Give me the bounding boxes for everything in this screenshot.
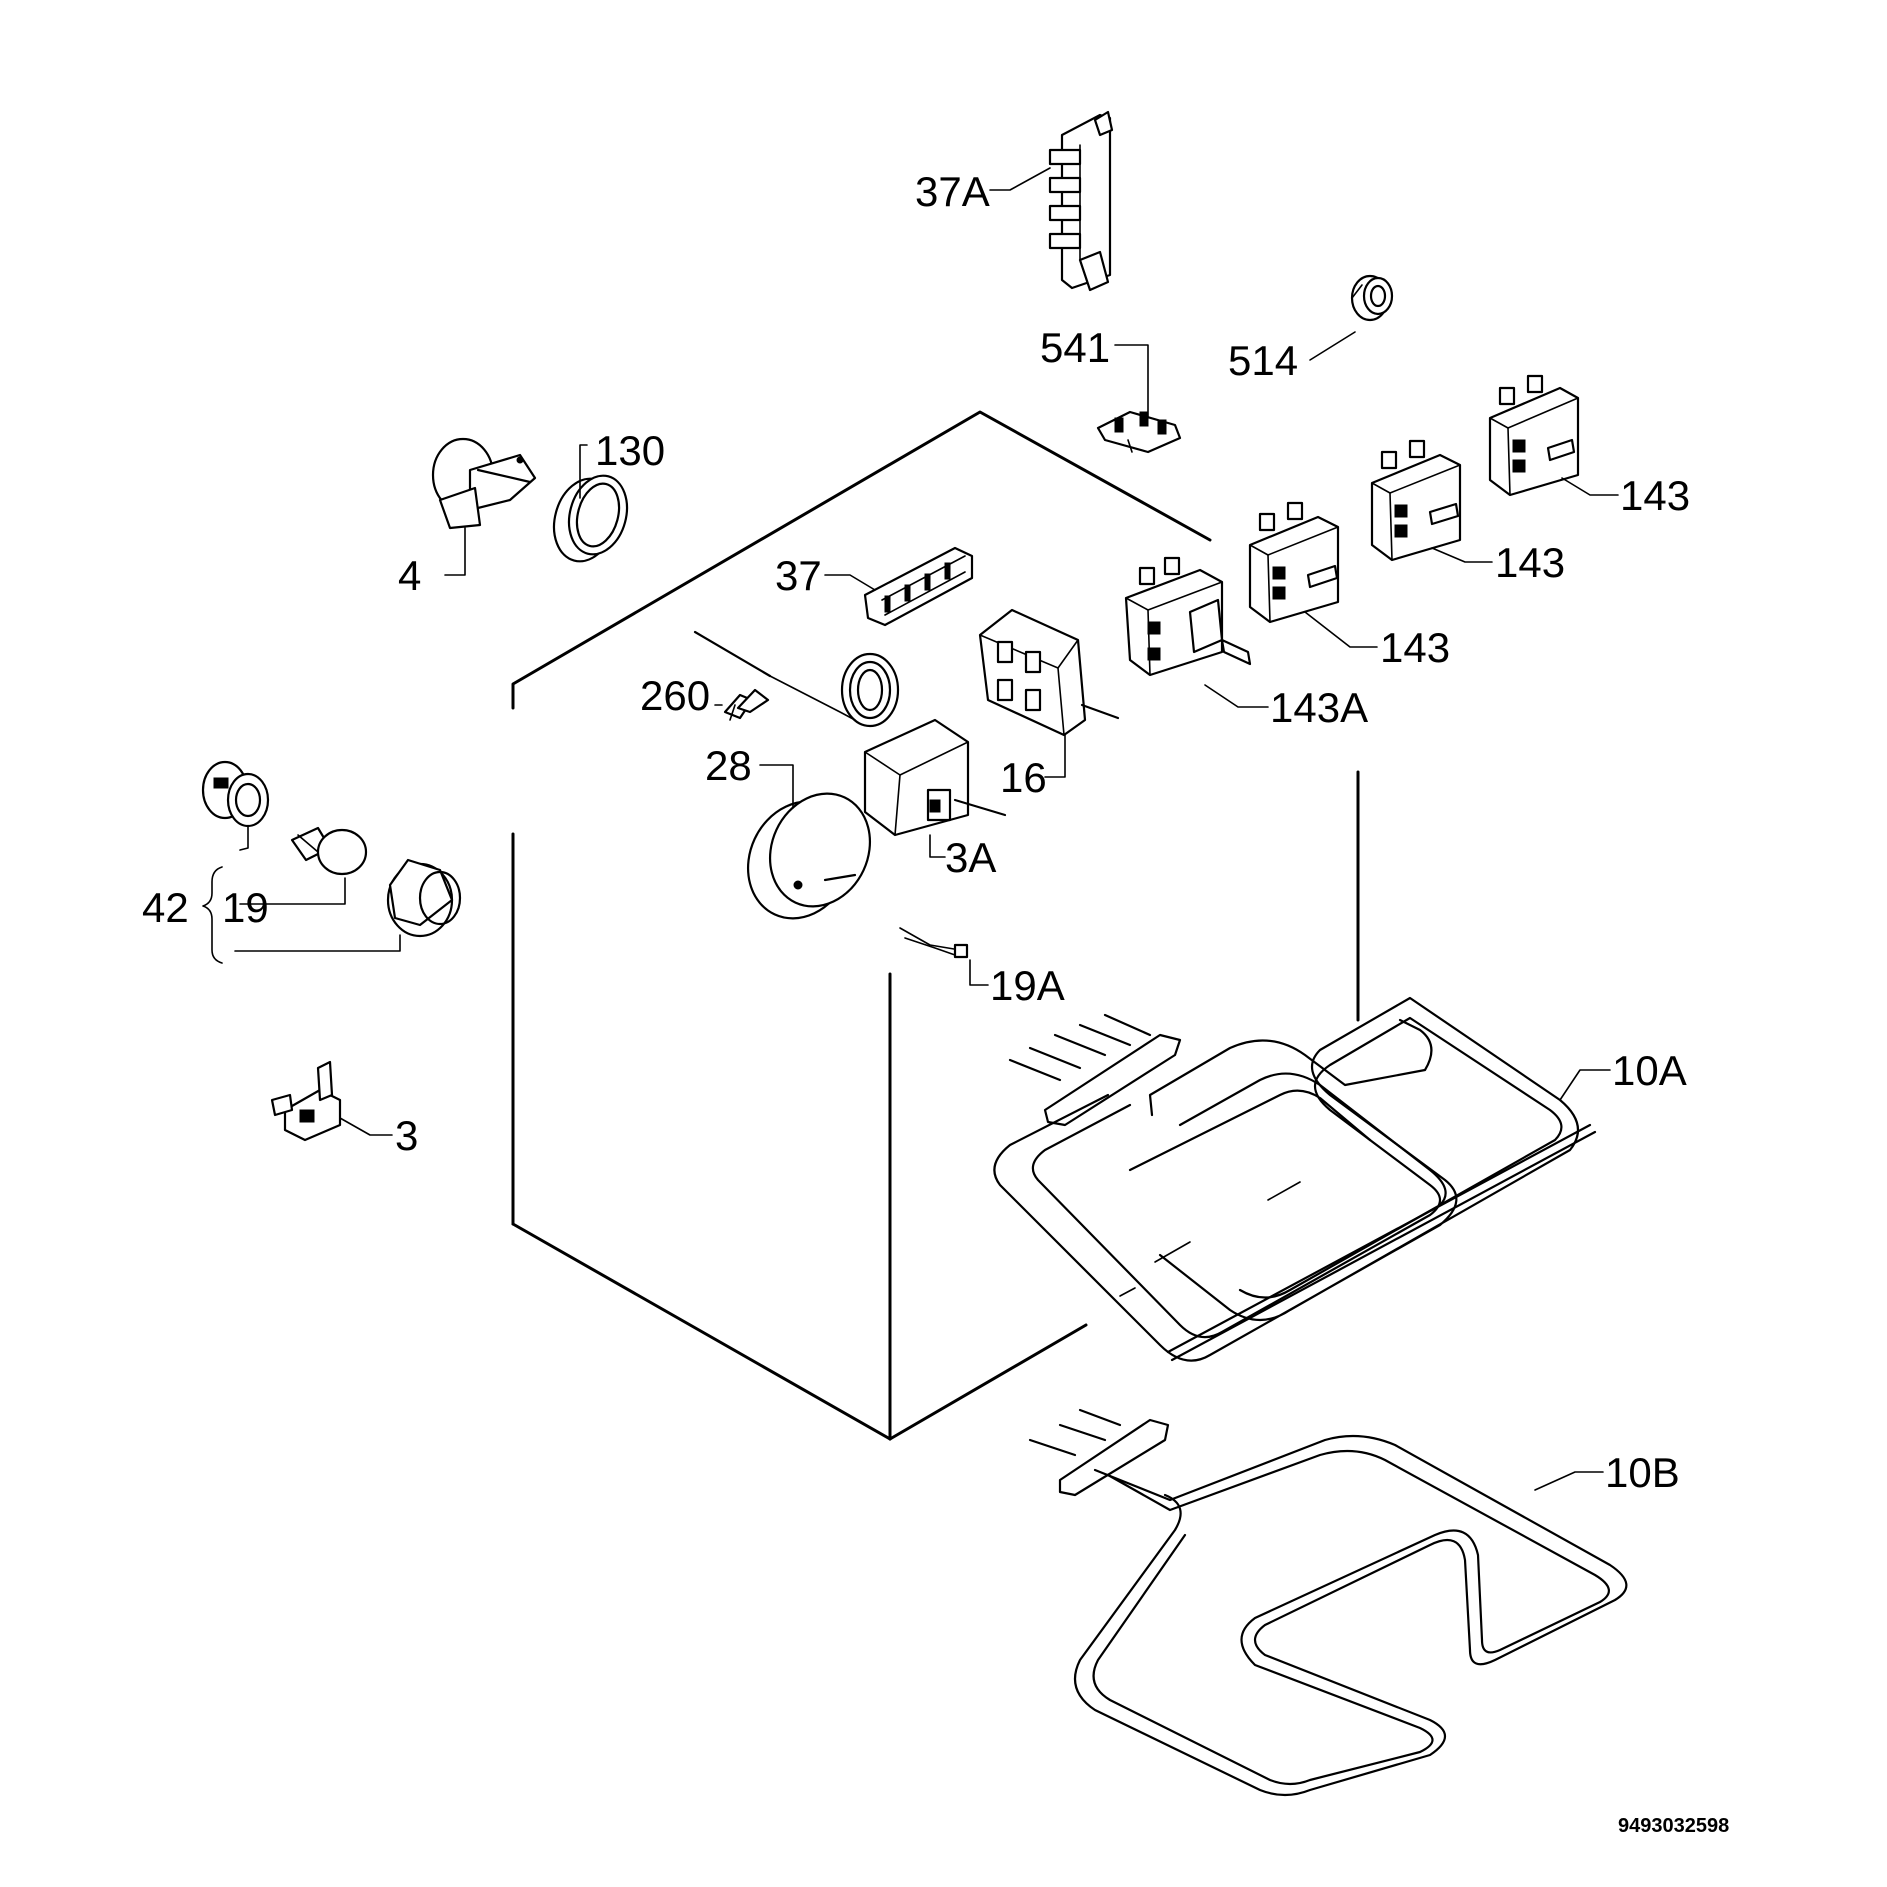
- switch-143-top-icon: [1488, 374, 1580, 497]
- switch-143-low-icon: [1248, 501, 1340, 624]
- lamp-bulb-19-icon: [290, 826, 368, 876]
- label-19a: 19A: [990, 962, 1065, 1009]
- label-42: 42: [142, 884, 189, 931]
- part-labels: 37A 514 541 130 4 37 260 28 16 143A 143 …: [142, 168, 1729, 1837]
- label-130: 130: [595, 427, 665, 474]
- leader-lines: [202, 167, 1619, 1491]
- bottom-element-10b-icon: [1028, 1408, 1628, 1797]
- label-28: 28: [705, 742, 752, 789]
- wire-connector-19a-icon: [899, 927, 969, 959]
- lamp-cover-icon: [386, 858, 462, 938]
- label-4: 4: [398, 552, 421, 599]
- fan-motor-4-icon: [431, 437, 537, 530]
- clip-260-icon: [723, 688, 770, 721]
- thermostat-3a-icon: [693, 630, 1007, 837]
- lamp-holder-42-icon: [201, 760, 270, 828]
- document-code: 9493032598: [1618, 1815, 1729, 1837]
- label-143-top: 143: [1620, 472, 1690, 519]
- label-3: 3: [395, 1112, 418, 1159]
- label-143a: 143A: [1270, 684, 1368, 731]
- oven-cabinet-outline: [511, 410, 1360, 1441]
- selector-switch-16-icon: [978, 608, 1120, 737]
- label-37: 37: [775, 552, 822, 599]
- label-19: 19: [222, 884, 269, 931]
- timer-28-icon: [746, 792, 872, 920]
- ring-seal-130-icon: [552, 474, 629, 563]
- label-37a: 37A: [915, 168, 990, 215]
- label-10b: 10B: [1605, 1449, 1680, 1496]
- label-541: 541: [1040, 324, 1110, 371]
- label-3a: 3A: [945, 834, 996, 881]
- label-16: 16: [1000, 754, 1047, 801]
- label-260: 260: [640, 672, 710, 719]
- grill-element-10a-icon: [993, 996, 1597, 1362]
- safety-thermostat-3-icon: [270, 1060, 342, 1142]
- switch-143a-icon: [1124, 556, 1252, 677]
- grommet-514-icon: [1350, 274, 1394, 322]
- label-143-low: 143: [1380, 624, 1450, 671]
- bracket-541-icon: [1096, 410, 1182, 454]
- terminal-block-37a-icon: [1048, 110, 1114, 292]
- switch-143-mid-icon: [1370, 439, 1462, 562]
- label-143-mid: 143: [1495, 539, 1565, 586]
- label-514: 514: [1228, 337, 1298, 384]
- terminal-block-37-icon: [863, 546, 974, 627]
- label-10a: 10A: [1612, 1047, 1687, 1094]
